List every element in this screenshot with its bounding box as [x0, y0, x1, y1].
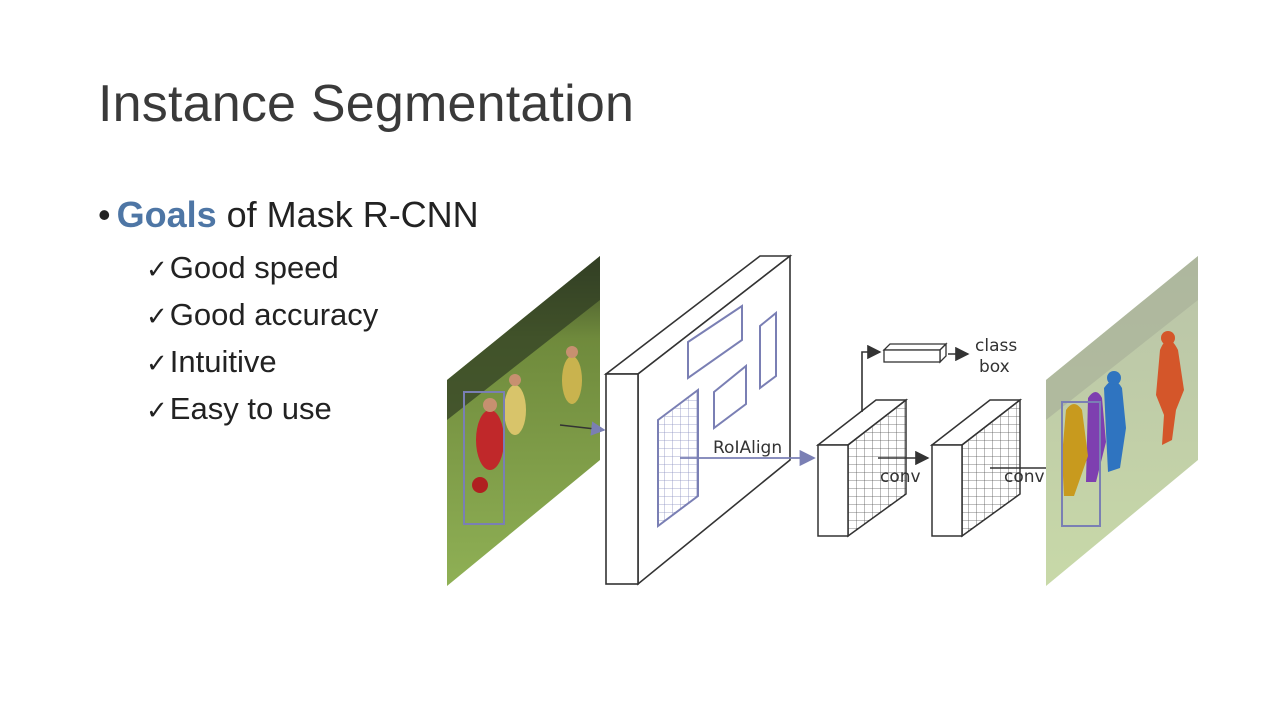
output-segmented-image [1046, 256, 1198, 586]
check-item: ✓Good accuracy [146, 295, 378, 342]
check-item-label: Easy to use [169, 391, 332, 426]
fc-head-box [882, 342, 948, 364]
goals-rest-text: of Mask R-CNN [216, 194, 479, 235]
conv-label-1: conv [880, 467, 921, 487]
class-label: class [975, 336, 1017, 356]
check-item-label: Good speed [169, 250, 339, 285]
goals-highlight: Goals [116, 194, 217, 235]
checkmark-icon: ✓ [146, 255, 168, 285]
checkmark-icon: ✓ [146, 396, 168, 426]
check-item: ✓Easy to use [146, 389, 378, 436]
goals-bullet: •Goals of Mask R-CNN [98, 194, 479, 236]
conv-block-1 [815, 398, 909, 538]
checkmark-icon: ✓ [146, 302, 168, 332]
roi-box-icon [463, 391, 505, 525]
box-label: box [979, 357, 1010, 377]
slide-title: Instance Segmentation [98, 75, 635, 133]
bullet-marker: • [98, 194, 111, 235]
check-item-label: Good accuracy [169, 297, 379, 332]
goals-checklist: ✓Good speed ✓Good accuracy ✓Intuitive ✓E… [146, 248, 378, 436]
mask-rcnn-diagram: RoIAlign class box conv conv [447, 254, 1198, 586]
roialign-label: RoIAlign [713, 438, 782, 458]
backbone-feature-map [603, 254, 793, 586]
input-image [447, 256, 600, 586]
mask-box-icon [1061, 401, 1101, 527]
check-item: ✓Intuitive [146, 342, 378, 389]
conv-block-2 [929, 398, 1023, 538]
conv-label-2: conv [1004, 467, 1045, 487]
head-branch-arrow [861, 344, 882, 412]
check-item: ✓Good speed [146, 248, 378, 295]
check-item-label: Intuitive [169, 344, 277, 379]
checkmark-icon: ✓ [146, 349, 168, 379]
input-arrow [559, 421, 606, 436]
